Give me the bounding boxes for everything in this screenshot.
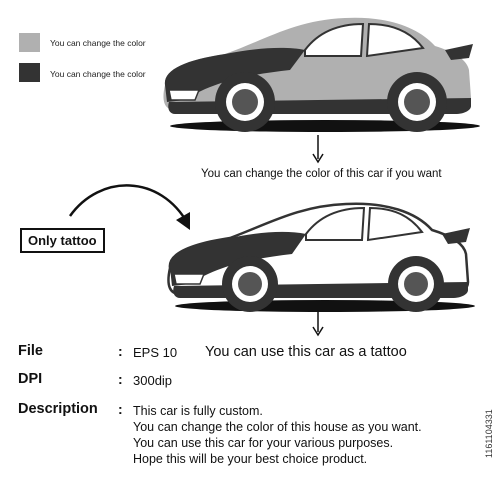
dpi-value: 300dip <box>133 373 173 388</box>
car-headlight <box>173 273 206 285</box>
arrow-down-icon <box>312 135 324 164</box>
curved-arrow-icon <box>68 184 190 230</box>
legend-label-gray: You can change the color <box>50 38 146 48</box>
car-window-rear <box>365 22 425 58</box>
legend-swatch-dark <box>19 63 40 82</box>
tattoo-caption: You can use this car as a tattoo <box>205 344 407 360</box>
description-text: This car is fully custom. You can change… <box>133 403 422 467</box>
side-image-id: 1161104331 <box>484 409 494 458</box>
file-value: EPS 10 <box>133 345 178 360</box>
caption-change-color: You can change the color of this car if … <box>201 168 442 180</box>
legend-label-dark: You can change the color <box>50 69 146 79</box>
car-spoiler <box>445 44 473 60</box>
car-window-front <box>305 206 366 241</box>
only-tattoo-label: Only tattoo <box>20 228 105 253</box>
car-gray-illustration <box>163 17 480 132</box>
dpi-colon: : <box>118 371 123 387</box>
car-headlight <box>168 89 201 101</box>
car-white-illustration <box>167 202 475 312</box>
car-spoiler <box>442 228 470 244</box>
file-label: File <box>18 343 43 359</box>
description-label: Description <box>18 401 98 417</box>
file-colon: : <box>118 343 123 359</box>
description-line: You can use this car for your various pu… <box>133 436 394 450</box>
dpi-label: DPI <box>18 371 43 387</box>
legend-swatch-gray <box>19 33 40 52</box>
car-window-front <box>304 22 365 57</box>
description-line: You can change the color of this house a… <box>133 420 422 434</box>
car-window-rear <box>366 206 424 242</box>
description-colon: : <box>118 401 123 417</box>
description-line: This car is fully custom. <box>133 404 263 418</box>
description-line: Hope this will be your best choice produ… <box>133 452 368 466</box>
arrow-down-icon <box>312 310 324 337</box>
